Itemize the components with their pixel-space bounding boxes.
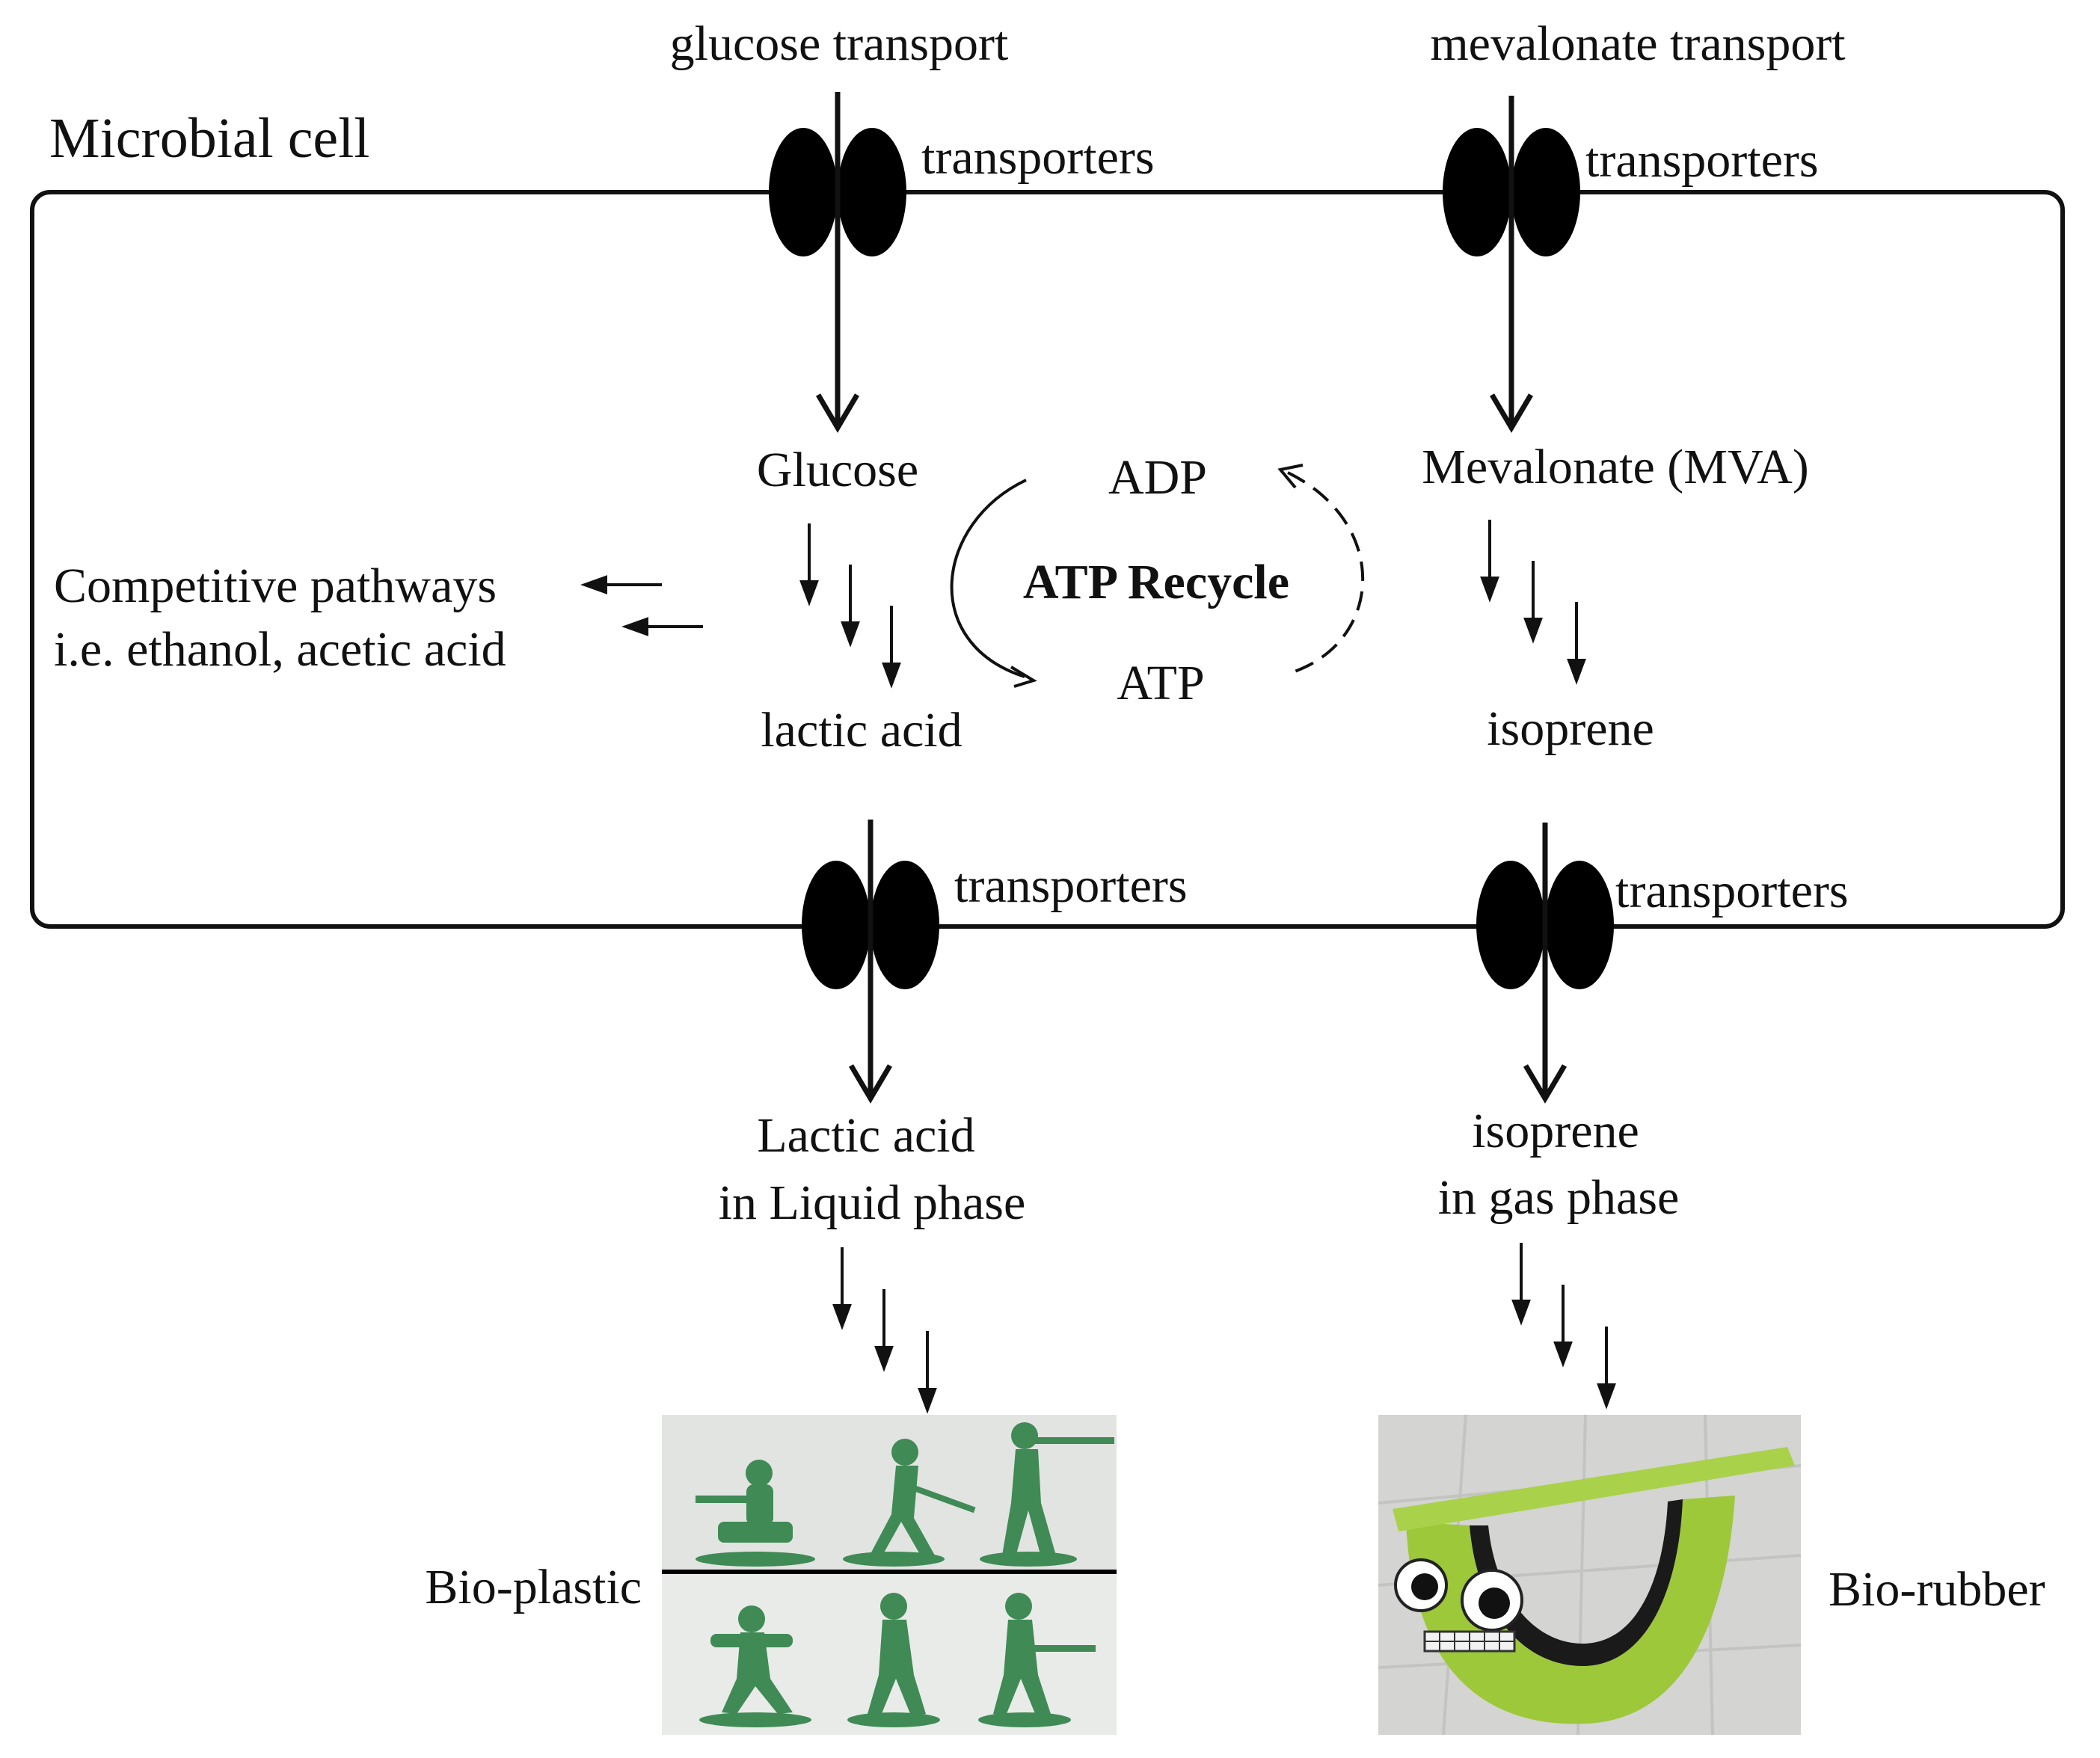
atp-recycle-label: ATP Recycle [1023,555,1289,609]
glucose-label: Glucose [757,443,918,497]
multistep-arrows-mva [1480,520,1586,685]
microbial-cell-label: Microbial cell [49,107,369,170]
cell-membrane [30,190,2065,929]
transporter-icon [1476,861,1614,989]
tire-rocker-with-face-photo [1378,1414,1802,1736]
lactic-acid-out-label: Lactic acid [757,1108,974,1163]
transporter-icon [769,128,906,256]
transporters-label-bottom-right: transporters [1615,864,1849,918]
transporter-icon [1443,128,1580,256]
atp-recycle-cycle [950,464,1365,688]
glucose-import-arrow [815,92,860,433]
transporters-label-bottom-left: transporters [954,858,1188,913]
adp-label: ADP [1108,450,1207,505]
transporter-icon [802,861,939,989]
multistep-arrows-plastic [832,1247,937,1414]
transporters-label-top-right: transporters [1585,133,1819,188]
bio-rubber-label: Bio-rubber [1829,1562,2045,1617]
lactic-acid-inner-label: lactic acid [761,703,962,757]
isoprene-out-label: isoprene [1472,1104,1639,1158]
competitive-arrows [580,575,703,636]
transporters-label-top-left: transporters [921,130,1155,185]
gas-phase-label: in gas phase [1438,1170,1680,1225]
isoprene-export-arrow [1523,823,1568,1104]
lactic-acid-export-arrow [848,820,893,1104]
isoprene-inner-label: isoprene [1487,701,1654,756]
multistep-arrows-glycolysis [799,523,901,689]
multistep-arrows-rubber [1511,1243,1616,1410]
mevalonate-import-arrow [1489,96,1534,433]
mevalonate-transport-label: mevalonate transport [1430,16,1845,71]
competitive-pathways-examples: i.e. ethanol, acetic acid [54,622,506,677]
competitive-pathways-label: Competitive pathways [54,559,497,613]
bio-plastic-label: Bio-plastic [425,1560,642,1614]
atp-label: ATP [1117,656,1204,710]
mevalonate-label: Mevalonate (MVA) [1422,440,1809,494]
green-toy-soldiers-photo [662,1415,1117,1735]
glucose-transport-label: glucose transport [670,16,1009,71]
liquid-phase-label: in Liquid phase [719,1175,1026,1230]
